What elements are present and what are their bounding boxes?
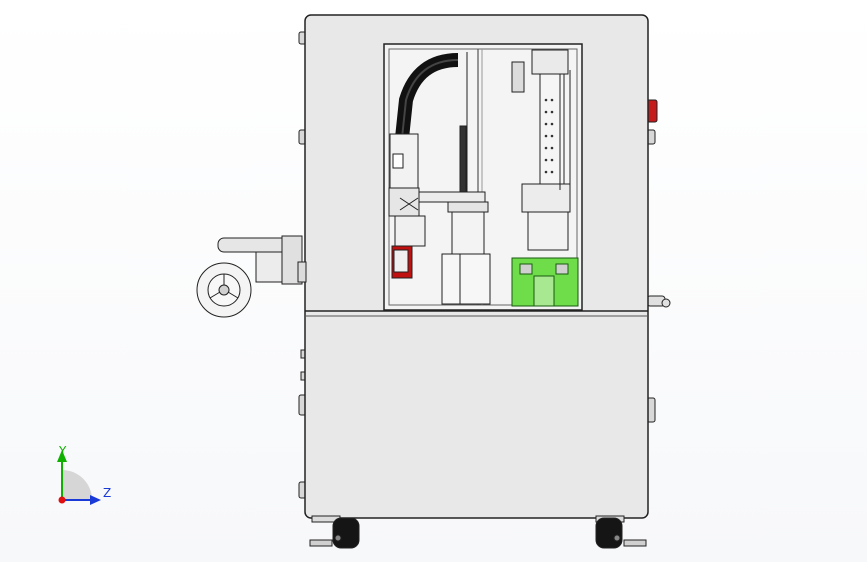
center-cylinder [441, 201, 491, 305]
triad-z-arrow [90, 495, 101, 505]
robot-arm [388, 133, 486, 279]
axis-triad[interactable]: Y Z [57, 444, 111, 505]
robot-cable [395, 53, 459, 139]
triad-y-label: Y [58, 444, 67, 458]
right-column-module [511, 49, 571, 251]
triad-origin [58, 496, 66, 504]
green-fixture [511, 257, 579, 307]
triad-y-arrow [57, 450, 67, 462]
triad-quadrant [62, 470, 92, 500]
triad-z-label: Z [103, 486, 111, 500]
casters [309, 515, 647, 549]
side-reel-assembly [196, 235, 307, 318]
right-side-fittings [646, 99, 671, 423]
